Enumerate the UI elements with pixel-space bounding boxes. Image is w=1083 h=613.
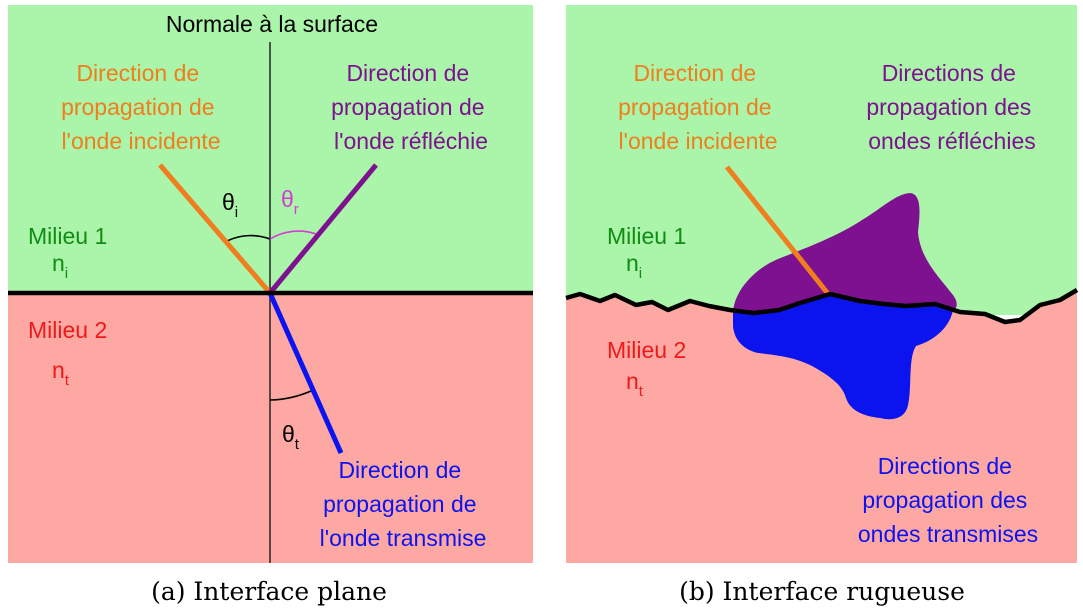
panel-a-theta-t-label: θt xyxy=(282,421,300,453)
panel-b-incident-label: Direction de propagation de l'onde incid… xyxy=(618,60,778,154)
panel-a-n-i-base: n xyxy=(52,250,65,276)
panel-a-transmitted-ray xyxy=(267,291,344,455)
panel-a-incident-label-line-1: Direction de xyxy=(76,60,199,86)
panel-a-reflected-label-line-3: l'onde réfléchie xyxy=(334,128,488,154)
panel-a-reflected-ray xyxy=(268,163,378,295)
panel-a-theta-t-arc xyxy=(269,390,312,401)
panel-b-incident-label-line-3: l'onde incidente xyxy=(618,128,777,154)
panel-a-medium-1-label: Milieu 1 xyxy=(28,223,107,249)
panel-b-transmitted-label: Directions de propagation des ondes tran… xyxy=(858,453,1038,547)
panel-b-n-t-sub: t xyxy=(639,383,644,400)
panel-a-theta-r-base: θ xyxy=(281,186,294,212)
panel-a-n-t-base: n xyxy=(52,357,65,383)
panel-b-reflected-blob xyxy=(733,193,957,313)
panel-a-n-t-label: nt xyxy=(52,357,70,389)
panel-a-incident-label-line-3: l'onde incidente xyxy=(61,128,220,154)
panel-a-reflected-label-line-2: propagation de xyxy=(331,94,484,120)
panel-b-incident-label-line-2: propagation de xyxy=(618,94,771,120)
panel-a-theta-i-base: θ xyxy=(222,189,235,215)
panel-a-incident-label-line-2: propagation de xyxy=(61,94,214,120)
panel-b-n-i-base: n xyxy=(626,250,639,276)
panel-a-transmitted-label: Direction de propagation de l'onde trans… xyxy=(320,457,487,551)
panel-b-transmitted-blob xyxy=(733,294,953,420)
panel-b-n-t-label: nt xyxy=(626,368,644,400)
panel-a-theta-r-arc xyxy=(269,230,317,240)
panel-a-interface-plane: Normale à la surface Direction de propag… xyxy=(8,5,533,606)
panel-b-reflected-label-line-2: propagation des xyxy=(866,94,1031,120)
panel-b-incident-label-line-1: Direction de xyxy=(633,60,756,86)
panel-b-n-i-sub: i xyxy=(639,265,642,282)
panel-b-medium-2-region xyxy=(566,290,1077,563)
panel-a-incident-ray xyxy=(158,163,272,295)
panel-a-incident-label: Direction de propagation de l'onde incid… xyxy=(61,60,221,154)
panel-a-theta-r-label: θr xyxy=(281,186,299,218)
panel-b-reflected-label: Directions de propagation des ondes réfl… xyxy=(866,60,1037,154)
panel-b-rough-interface-line xyxy=(565,288,1079,325)
panel-a-reflected-label: Direction de propagation de l'onde réflé… xyxy=(331,60,491,154)
panel-b-n-i-label: ni xyxy=(626,250,642,282)
panel-a-n-i-label: ni xyxy=(52,250,68,282)
panel-a-theta-i-sub: i xyxy=(235,204,238,221)
panel-a-normal-label: Normale à la surface xyxy=(166,11,378,37)
panel-b-caption: (b) Interface rugueuse xyxy=(679,577,965,606)
panel-a-n-t-sub: t xyxy=(65,372,70,389)
panel-a-caption: (a) Interface plane xyxy=(151,577,387,606)
panel-a-theta-i-arc xyxy=(226,234,271,242)
panel-b-medium-2-label: Milieu 2 xyxy=(607,337,686,363)
panel-b-transmitted-label-line-3: ondes transmises xyxy=(858,521,1038,547)
panel-a-transmitted-label-line-1: Direction de xyxy=(338,457,461,483)
panel-a-theta-t-base: θ xyxy=(282,421,295,447)
panel-b-reflected-label-line-3: ondes réfléchies xyxy=(868,128,1036,154)
panel-b-reflected-label-line-1: Directions de xyxy=(882,60,1016,86)
panel-a-theta-i-label: θi xyxy=(222,189,238,221)
panel-a-theta-r-sub: r xyxy=(294,201,299,218)
panel-b-n-t-base: n xyxy=(626,368,639,394)
panel-b-medium-1-label: Milieu 1 xyxy=(607,223,686,249)
panel-a-theta-t-sub: t xyxy=(295,436,300,453)
panel-a-reflected-label-line-1: Direction de xyxy=(346,60,469,86)
panel-b-transmitted-label-line-2: propagation des xyxy=(862,487,1027,513)
panel-b-incident-ray xyxy=(725,165,831,297)
panel-b-transmitted-label-line-1: Directions de xyxy=(878,453,1012,479)
panel-a-transmitted-label-line-2: propagation de xyxy=(323,491,476,517)
panel-a-n-i-sub: i xyxy=(65,265,68,282)
panel-a-medium-2-label: Milieu 2 xyxy=(28,317,107,343)
panel-a-transmitted-label-line-3: l'onde transmise xyxy=(320,525,487,551)
panel-b-interface-rugueuse: Direction de propagation de l'onde incid… xyxy=(565,5,1079,606)
